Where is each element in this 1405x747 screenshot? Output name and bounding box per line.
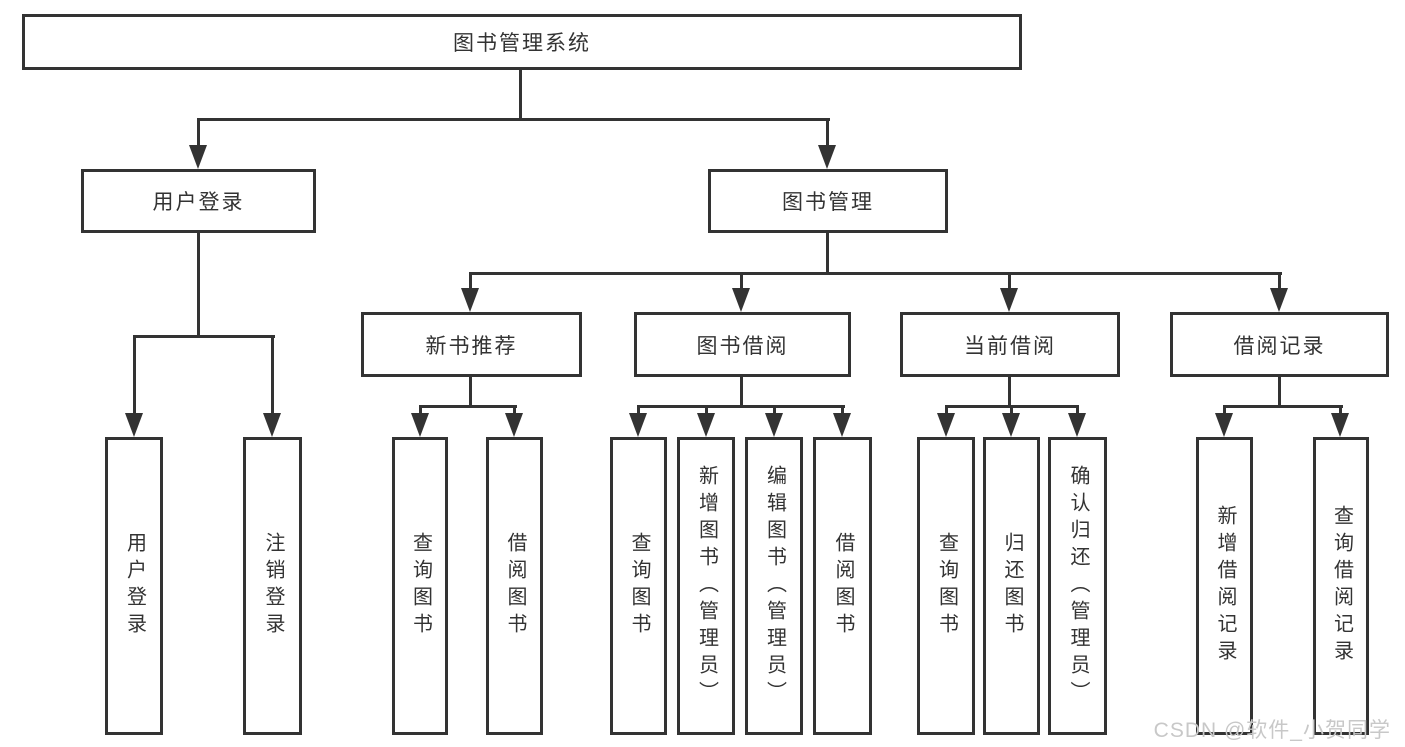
arrow-down-icon [263,413,281,437]
leaf-query-borrow-record: 查询借阅记录 [1313,437,1369,735]
connector-drop-new-book-recommend [469,272,472,292]
connector-drop-book-management [826,118,829,150]
connector-root-trunk [519,70,522,120]
leaf-query-books-current: 查询图书 [917,437,975,735]
connector-drop [841,405,844,415]
leaf-user-login: 用户登录 [105,437,163,735]
node-new-book-recommend: 新书推荐 [361,312,582,377]
connector-book-management-bar [469,272,1282,275]
connector-current-borrow-trunk [1008,377,1011,407]
node-user-login: 用户登录 [81,169,316,233]
node-book-borrow: 图书借阅 [634,312,851,377]
leaf-add-book-admin: 新增图书（管理员） [677,437,735,735]
arrow-down-icon [833,413,851,437]
leaf-edit-book-admin-label: 编辑图书（管理员） [763,464,786,708]
node-borrow-records-label: 借阅记录 [1233,334,1326,358]
leaf-logout-label: 注销登录 [262,532,284,640]
arrow-down-icon [1331,413,1349,437]
leaf-add-book-admin-label: 新增图书（管理员） [695,464,718,708]
connector-drop [945,405,948,415]
node-new-book-recommend-label: 新书推荐 [425,334,518,358]
node-library-system-label: 图书管理系统 [453,32,591,55]
arrow-down-icon [1270,288,1288,312]
connector-drop [637,405,640,415]
arrow-down-icon [765,413,783,437]
leaf-add-borrow-record-label: 新增借阅记录 [1214,505,1236,667]
leaf-query-books-recommend: 查询图书 [392,437,448,735]
leaf-logout: 注销登录 [243,437,302,735]
connector-drop-user-login [197,118,200,150]
arrow-down-icon [505,413,523,437]
arrow-down-icon [125,413,143,437]
connector-drop-leaf-user-login [133,335,136,415]
connector-drop [419,405,422,415]
arrow-down-icon [818,145,836,169]
leaf-borrow-books-label: 借阅图书 [832,532,854,640]
connector-drop [705,405,708,415]
connector-drop [1010,405,1013,415]
node-current-borrow-label: 当前借阅 [964,334,1056,358]
leaf-query-books-borrow-label: 查询图书 [628,532,650,640]
connector-book-management-trunk [826,233,829,275]
csdn-watermark: CSDN @软件_小贺同学 [1153,719,1391,742]
arrow-down-icon [461,288,479,312]
connector-drop [1076,405,1079,415]
leaf-add-borrow-record: 新增借阅记录 [1196,437,1253,735]
node-book-borrow-label: 图书借阅 [696,334,789,358]
leaf-confirm-return-admin-label: 确认归还（管理员） [1067,464,1089,708]
leaf-query-books-recommend-label: 查询图书 [409,532,432,640]
connector-book-borrow-trunk [740,377,743,407]
leaf-query-books-borrow: 查询图书 [610,437,667,735]
arrow-down-icon [189,145,207,169]
connector-user-login-trunk [197,233,200,338]
connector-borrow-records-trunk [1278,377,1281,407]
connector-drop-leaf-logout [271,335,274,415]
node-book-management: 图书管理 [708,169,948,233]
node-borrow-records: 借阅记录 [1170,312,1389,377]
node-book-management-label: 图书管理 [782,191,874,214]
leaf-borrow-books-recommend: 借阅图书 [486,437,543,735]
connector-user-login-bar [133,335,275,338]
node-current-borrow: 当前借阅 [900,312,1120,377]
connector-drop [513,405,516,415]
leaf-confirm-return-admin: 确认归还（管理员） [1048,437,1107,735]
arrow-down-icon [629,413,647,437]
leaf-user-login-label: 用户登录 [123,532,146,640]
connector-drop-borrow-records [1278,272,1281,292]
leaf-query-borrow-record-label: 查询借阅记录 [1330,505,1353,667]
connector-root-bar [197,118,830,121]
arrow-down-icon [1000,288,1018,312]
leaf-borrow-books-recommend-label: 借阅图书 [504,532,526,640]
arrow-down-icon [937,413,955,437]
leaf-borrow-books: 借阅图书 [813,437,872,735]
arrow-down-icon [411,413,429,437]
arrow-down-icon [1002,413,1020,437]
connector-new-book-recommend-trunk [469,377,472,407]
leaf-edit-book-admin: 编辑图书（管理员） [745,437,803,735]
connector-drop-book-borrow [740,272,743,292]
node-library-system: 图书管理系统 [22,14,1022,70]
arrow-down-icon [732,288,750,312]
leaf-return-book-label: 归还图书 [1001,532,1023,640]
connector-new-book-recommend-bar [419,405,517,408]
connector-borrow-records-bar [1223,405,1343,408]
arrow-down-icon [1215,413,1233,437]
connector-book-borrow-bar [637,405,845,408]
node-user-login-label: 用户登录 [152,191,245,214]
connector-drop [773,405,776,415]
arrow-down-icon [697,413,715,437]
connector-drop [1223,405,1226,415]
connector-drop [1339,405,1342,415]
connector-drop-current-borrow [1008,272,1011,292]
leaf-return-book: 归还图书 [983,437,1040,735]
arrow-down-icon [1068,413,1086,437]
leaf-query-books-current-label: 查询图书 [935,532,958,640]
